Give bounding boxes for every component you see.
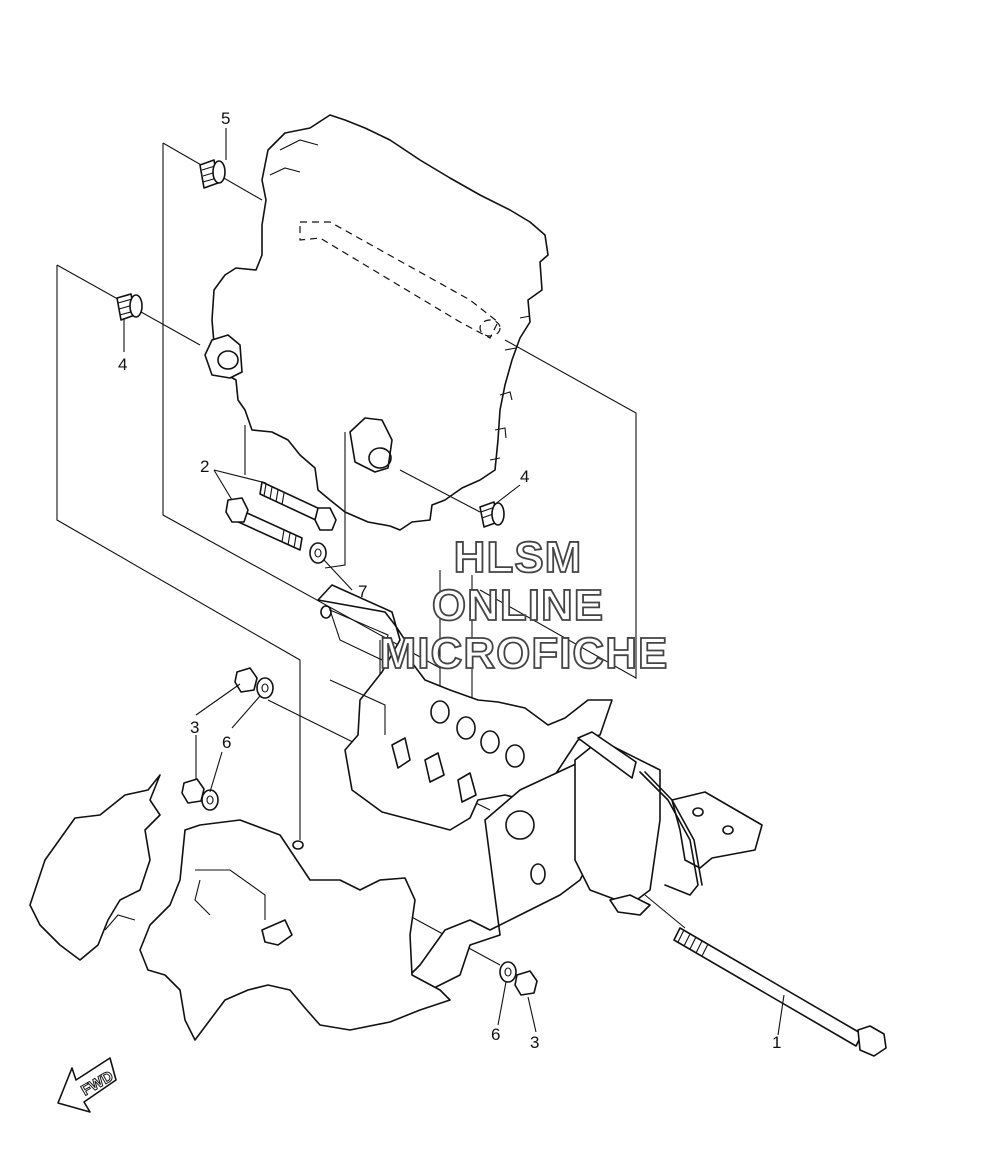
part-4-plug-right bbox=[479, 501, 505, 528]
callout-labels: 1 2 3 3 4 4 5 6 6 7 bbox=[118, 109, 781, 1052]
callout-2: 2 bbox=[200, 457, 209, 476]
part-2-bolts bbox=[225, 481, 337, 551]
part-6-washer-bottom bbox=[499, 961, 517, 983]
engine-mount-bracket bbox=[317, 584, 613, 831]
part-3-nut-upper bbox=[234, 667, 258, 693]
callout-6-left: 6 bbox=[222, 733, 231, 752]
callout-leaders bbox=[123, 128, 785, 1036]
part-6-washer-lower-left bbox=[201, 789, 219, 811]
fwd-arrow-icon: FWD bbox=[57, 1057, 117, 1113]
watermark-line-1: HLSM bbox=[454, 533, 583, 582]
callout-6-bottom: 6 bbox=[491, 1025, 500, 1044]
engine-block bbox=[204, 114, 549, 531]
callout-4-left: 4 bbox=[118, 355, 127, 374]
part-5-plug bbox=[199, 159, 226, 189]
part-6-washer-upper bbox=[256, 677, 274, 699]
callout-7: 7 bbox=[358, 582, 367, 601]
side-bracket bbox=[409, 731, 763, 991]
watermark: HLSM ONLINE MICROFICHE bbox=[379, 532, 669, 679]
callout-4-right: 4 bbox=[520, 467, 529, 486]
watermark-line-2: ONLINE bbox=[432, 581, 604, 630]
part-7-washer bbox=[309, 542, 327, 564]
part-3-nut-bottom bbox=[514, 970, 538, 996]
callout-3-left: 3 bbox=[190, 718, 199, 737]
watermark-line-3: MICROFICHE bbox=[380, 629, 669, 678]
part-3-nut-lower-left bbox=[181, 778, 205, 804]
frame-structure bbox=[29, 774, 451, 1041]
callout-3-bottom: 3 bbox=[530, 1033, 539, 1052]
callout-1: 1 bbox=[772, 1033, 781, 1052]
part-4-plug-left bbox=[116, 293, 143, 321]
callout-5: 5 bbox=[221, 109, 230, 128]
part-1-long-bolt bbox=[673, 927, 887, 1057]
